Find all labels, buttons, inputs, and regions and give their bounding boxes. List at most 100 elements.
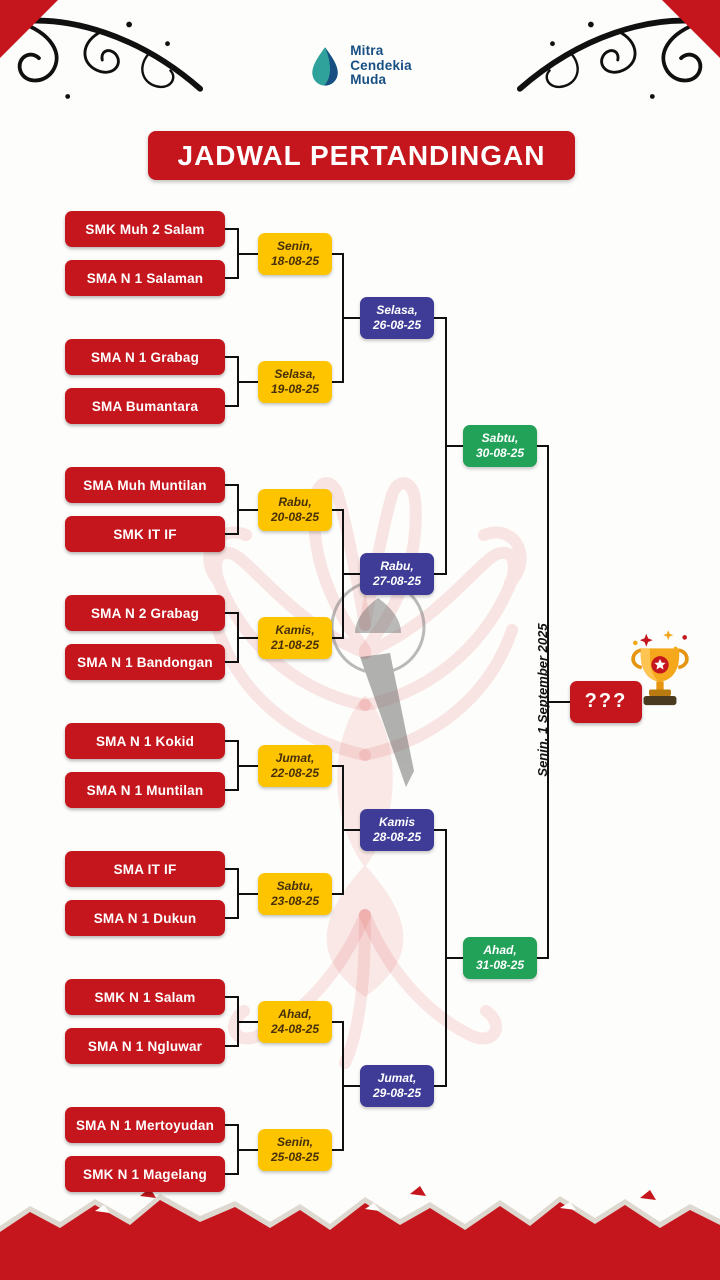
brand-logo: Mitra Cendekia Muda (0, 44, 720, 88)
match-day: Ahad, (278, 1006, 312, 1021)
match-date-box-r2: Selasa, 26-08-25 (360, 296, 434, 339)
match-day: Senin, (276, 238, 313, 253)
connector-line (238, 764, 258, 767)
match-date-box-r2: Rabu, 27-08-25 (360, 552, 434, 595)
connector-line (537, 444, 549, 447)
team-box: SMK N 1 Salam (65, 979, 225, 1015)
match-date-box-r1: Ahad, 24-08-25 (258, 1000, 332, 1043)
team-box: SMA N 2 Grabag (65, 595, 225, 631)
team-box: SMA Muh Muntilan (65, 467, 225, 503)
connector-line (343, 828, 360, 831)
connector-line (343, 316, 360, 319)
match-day: Selasa, (376, 302, 418, 317)
team-box: SMA N 1 Dukun (65, 900, 225, 936)
water-drop-icon (312, 47, 338, 86)
match-date: 20-08-25 (270, 509, 320, 524)
connector-line (225, 1045, 239, 1047)
match-date-box-semifinal: Sabtu, 30-08-25 (463, 424, 537, 467)
corner-triangle-right (662, 0, 720, 58)
match-date-box-r1: Senin, 18-08-25 (258, 232, 332, 275)
match-day: Sabtu, (481, 430, 519, 445)
match-day: Kamis (378, 814, 416, 829)
match-day: Rabu, (278, 494, 312, 509)
team-box: SMK IT IF (65, 516, 225, 552)
team-box: SMK N 1 Magelang (65, 1156, 225, 1192)
team-box: SMA N 1 Kokid (65, 723, 225, 759)
connector-line (225, 661, 239, 663)
connector-line (434, 316, 447, 319)
connector-line (537, 956, 549, 959)
torn-paper-edge (0, 1186, 720, 1280)
match-date-box-r1: Jumat, 22-08-25 (258, 744, 332, 787)
team-box: SMA N 1 Ngluwar (65, 1028, 225, 1064)
team-box: SMA N 1 Muntilan (65, 772, 225, 808)
connector-line (332, 508, 344, 511)
match-date-box-r1: Selasa, 19-08-25 (258, 360, 332, 403)
match-day: Jumat, (275, 750, 315, 765)
connector-line (225, 1173, 239, 1175)
team-box: SMK Muh 2 Salam (65, 211, 225, 247)
match-date: 27-08-25 (372, 573, 422, 588)
connector-line (225, 996, 239, 998)
page-title: JADWAL PERTANDINGAN (177, 139, 546, 171)
match-day: Sabtu, (276, 878, 314, 893)
team-box: SMA N 1 Salaman (65, 260, 225, 296)
team-box: SMA N 1 Grabag (65, 339, 225, 375)
connector-line (225, 533, 239, 535)
logo-line: Cendekia (350, 57, 412, 73)
team-box: SMA N 1 Bandongan (65, 644, 225, 680)
connector-line (225, 612, 239, 614)
connector-line (238, 380, 258, 383)
connector-line (225, 789, 239, 791)
match-date: 24-08-25 (270, 1021, 320, 1036)
match-date-box-semifinal: Ahad, 31-08-25 (463, 936, 537, 979)
match-date: 21-08-25 (270, 637, 320, 652)
logo-text: Mitra Cendekia Muda (350, 44, 412, 88)
champion-box: ??? (570, 680, 642, 723)
connector-line (332, 1020, 344, 1023)
connector-line (225, 1124, 239, 1126)
match-date-box-r1: Senin, 25-08-25 (258, 1128, 332, 1171)
match-date: 23-08-25 (270, 893, 320, 908)
trophy-sparkles (633, 630, 687, 651)
connector-line (446, 444, 463, 447)
connector-line (238, 508, 258, 511)
logo-line: Mitra (350, 43, 384, 59)
corner-triangle-left (0, 0, 58, 58)
match-date: 18-08-25 (270, 253, 320, 268)
final-date-label: Senin, 1 September 2025 (535, 623, 550, 777)
connector-line (225, 405, 239, 407)
match-day: Senin, (276, 1134, 313, 1149)
match-date-box-r2: Kamis 28-08-25 (360, 808, 434, 851)
connector-line (238, 1020, 258, 1023)
connector-line (225, 277, 239, 279)
match-date: 25-08-25 (270, 1149, 320, 1164)
connector-line (332, 252, 344, 255)
match-date: 30-08-25 (475, 445, 525, 460)
match-date: 19-08-25 (270, 381, 320, 396)
connector-line (238, 1148, 258, 1151)
connector-line (225, 228, 239, 230)
connector-line (225, 740, 239, 742)
match-date: 22-08-25 (270, 765, 320, 780)
title-banner: JADWAL PERTANDINGAN (148, 131, 575, 180)
team-box: SMA Bumantara (65, 388, 225, 424)
match-date-box-r1: Rabu, 20-08-25 (258, 488, 332, 531)
match-day: Kamis, (275, 622, 315, 637)
connector-line (343, 572, 360, 575)
connector-line (446, 956, 463, 959)
match-date-box-r1: Kamis, 21-08-25 (258, 616, 332, 659)
connector-line (238, 252, 258, 255)
connector-line (332, 380, 344, 383)
trophy-icon (631, 630, 689, 706)
connector-line (225, 484, 239, 486)
connector-line (434, 1084, 447, 1087)
connector-line (548, 700, 570, 703)
match-day: Rabu, (380, 558, 414, 573)
match-date: 28-08-25 (372, 829, 422, 844)
match-date: 26-08-25 (372, 317, 422, 332)
match-day: Selasa, (274, 366, 316, 381)
connector-line (343, 1084, 360, 1087)
